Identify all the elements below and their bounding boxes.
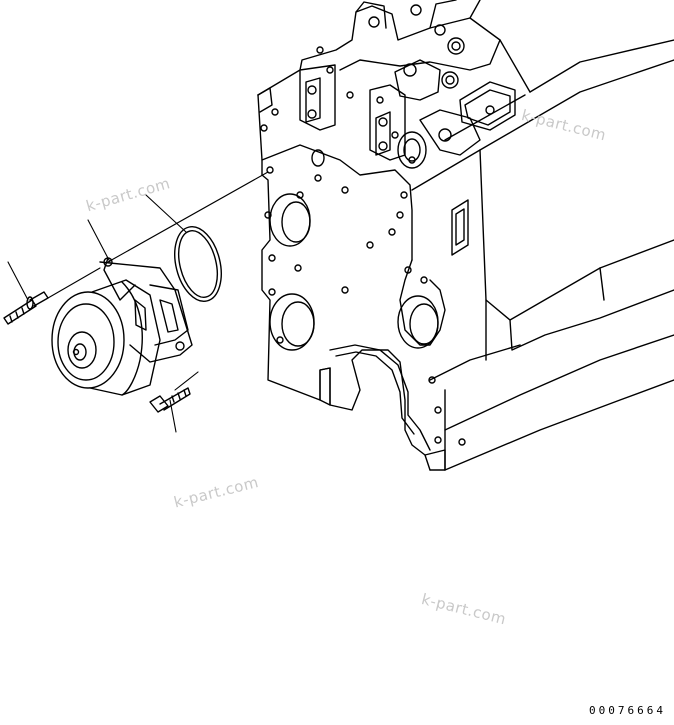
water-pump [51, 257, 193, 396]
stud-bolt [3, 291, 49, 325]
leader-lines [7, 171, 269, 433]
o-ring [174, 226, 222, 302]
engine-block [257, 0, 674, 471]
mounting-bolt [149, 387, 191, 413]
part-number: 00076664 [589, 704, 666, 717]
